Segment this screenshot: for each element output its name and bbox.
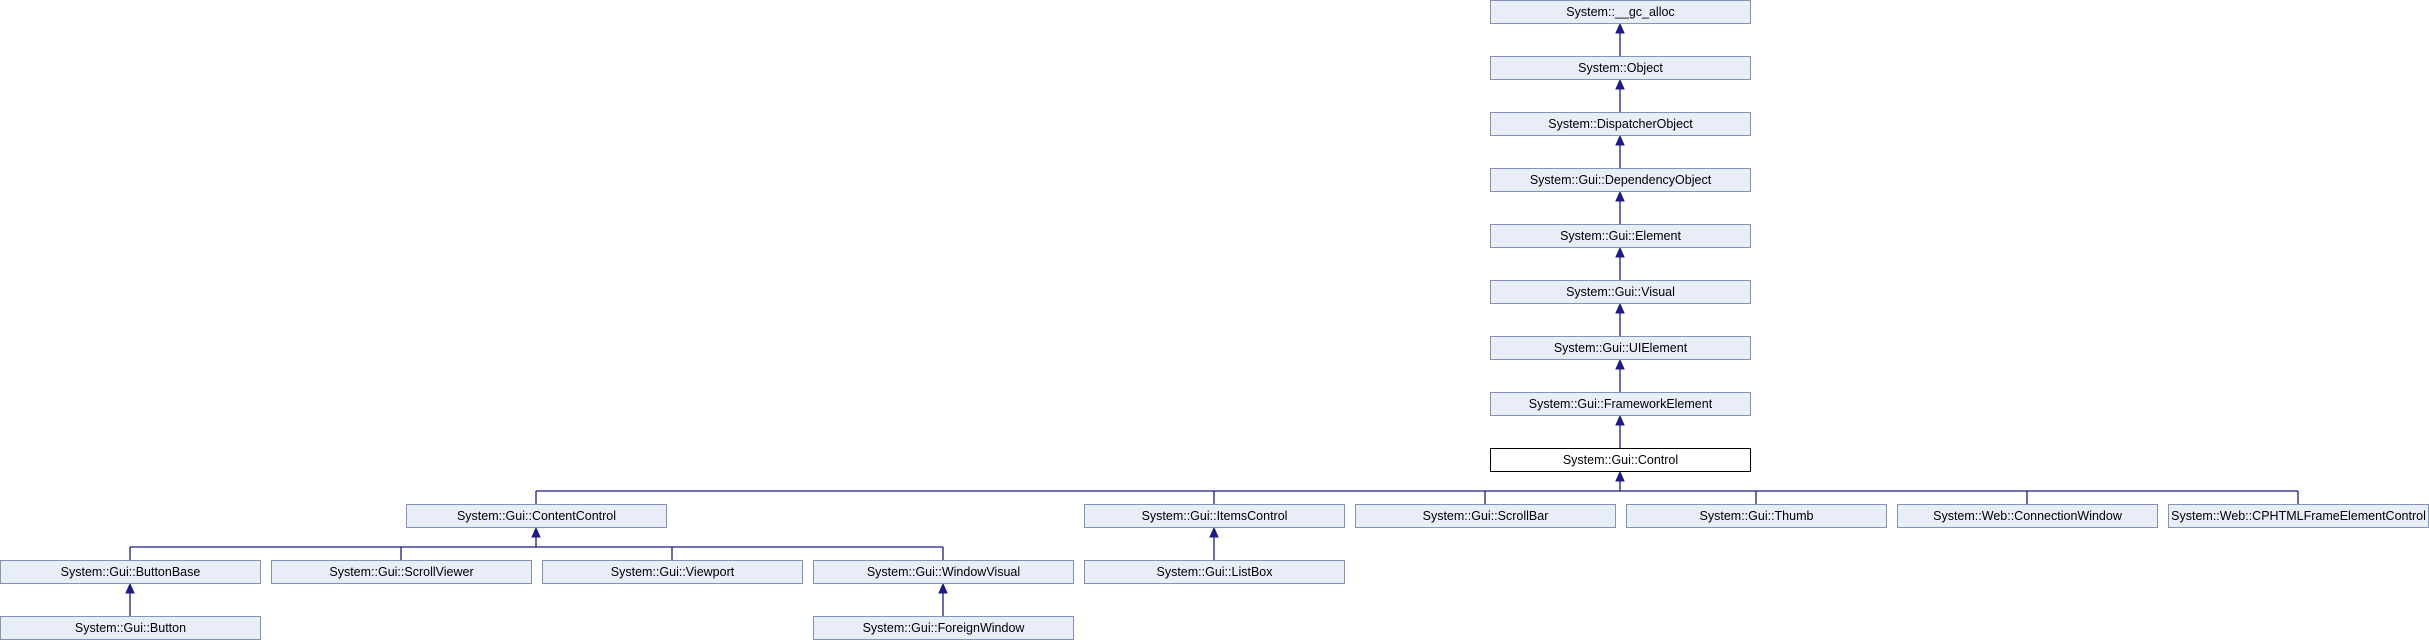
inheritance-arrowhead — [1615, 246, 1625, 258]
class-node-foreignwindow[interactable]: System::Gui::ForeignWindow — [813, 616, 1074, 640]
class-label: System::Gui::ItemsControl — [1142, 509, 1288, 523]
class-node-object[interactable]: System::Object — [1490, 56, 1751, 80]
class-box[interactable] — [542, 560, 803, 584]
class-node-framework[interactable]: System::Gui::FrameworkElement — [1490, 392, 1751, 416]
class-node-thumb[interactable]: System::Gui::Thumb — [1626, 504, 1887, 528]
class-box[interactable] — [1084, 560, 1345, 584]
class-node-element[interactable]: System::Gui::Element — [1490, 224, 1751, 248]
class-box[interactable] — [406, 504, 667, 528]
class-box[interactable] — [1490, 280, 1751, 304]
inheritance-arrowhead — [1615, 414, 1625, 426]
inheritance-arrowhead — [1209, 526, 1219, 538]
class-box[interactable] — [1490, 336, 1751, 360]
class-box[interactable] — [1626, 504, 1887, 528]
class-label: System::Gui::Thumb — [1700, 509, 1814, 523]
class-label: System::DispatcherObject — [1548, 117, 1693, 131]
class-box[interactable] — [0, 560, 261, 584]
class-label: System::Gui::ListBox — [1156, 565, 1273, 579]
class-node-cphtml[interactable]: System::Web::CPHTMLFrameElementControl — [2168, 504, 2429, 528]
inheritance-arrowhead — [1615, 190, 1625, 202]
class-box[interactable] — [1355, 504, 1616, 528]
class-box — [1490, 448, 1751, 472]
class-node-visual[interactable]: System::Gui::Visual — [1490, 280, 1751, 304]
class-label: System::Object — [1578, 61, 1663, 75]
class-box[interactable] — [1490, 224, 1751, 248]
class-label: System::Gui::DependencyObject — [1530, 173, 1712, 187]
class-node-listbox[interactable]: System::Gui::ListBox — [1084, 560, 1345, 584]
class-label: System::Gui::ScrollBar — [1423, 509, 1549, 523]
inheritance-arrowhead — [1615, 134, 1625, 146]
inheritance-arrowhead — [1615, 78, 1625, 90]
class-node-dependency[interactable]: System::Gui::DependencyObject — [1490, 168, 1751, 192]
class-box[interactable] — [1490, 392, 1751, 416]
edges-layer — [125, 22, 2299, 616]
class-label: System::Web::CPHTMLFrameElementControl — [2171, 509, 2426, 523]
class-node-uielement[interactable]: System::Gui::UIElement — [1490, 336, 1751, 360]
inheritance-arrowhead — [1615, 22, 1625, 34]
class-node-button[interactable]: System::Gui::Button — [0, 616, 261, 640]
inheritance-arrowhead — [125, 582, 135, 594]
class-label: System::__gc_alloc — [1566, 5, 1674, 19]
class-box[interactable] — [1490, 112, 1751, 136]
class-box[interactable] — [1490, 168, 1751, 192]
class-box[interactable] — [1897, 504, 2158, 528]
class-label: System::Gui::UIElement — [1554, 341, 1688, 355]
class-box[interactable] — [271, 560, 532, 584]
class-label: System::Gui::Control — [1563, 453, 1678, 467]
class-label: System::Gui::Visual — [1566, 285, 1675, 299]
class-node-buttonbase[interactable]: System::Gui::ButtonBase — [0, 560, 261, 584]
class-label: System::Gui::FrameworkElement — [1529, 397, 1713, 411]
class-label: System::Gui::WindowVisual — [867, 565, 1020, 579]
inheritance-arrowhead — [1615, 470, 1625, 482]
class-node-scrollbar[interactable]: System::Gui::ScrollBar — [1355, 504, 1616, 528]
inheritance-arrowhead — [938, 582, 948, 594]
class-label: System::Gui::ContentControl — [457, 509, 616, 523]
class-node-windowvisual[interactable]: System::Gui::WindowVisual — [813, 560, 1074, 584]
class-box[interactable] — [1490, 56, 1751, 80]
class-label: System::Gui::Viewport — [611, 565, 735, 579]
class-node-contentcontrol[interactable]: System::Gui::ContentControl — [406, 504, 667, 528]
class-label: System::Gui::Button — [75, 621, 186, 635]
inheritance-arrowhead — [1615, 358, 1625, 370]
class-node-viewport[interactable]: System::Gui::Viewport — [542, 560, 803, 584]
class-box[interactable] — [813, 560, 1074, 584]
class-node-gc_alloc[interactable]: System::__gc_alloc — [1490, 0, 1751, 24]
class-box[interactable] — [1490, 0, 1751, 24]
class-label: System::Gui::Element — [1560, 229, 1681, 243]
class-node-dispatcher[interactable]: System::DispatcherObject — [1490, 112, 1751, 136]
class-node-connwindow[interactable]: System::Web::ConnectionWindow — [1897, 504, 2158, 528]
class-node-scrollviewer[interactable]: System::Gui::ScrollViewer — [271, 560, 532, 584]
class-box[interactable] — [1084, 504, 1345, 528]
class-label: System::Gui::ScrollViewer — [329, 565, 473, 579]
class-label: System::Gui::ForeignWindow — [863, 621, 1026, 635]
inheritance-arrowhead — [1615, 302, 1625, 314]
class-node-control: System::Gui::Control — [1490, 448, 1751, 472]
class-label: System::Gui::ButtonBase — [61, 565, 201, 579]
class-label: System::Web::ConnectionWindow — [1933, 509, 2123, 523]
inheritance-arrowhead — [531, 526, 541, 538]
class-node-itemscontrol[interactable]: System::Gui::ItemsControl — [1084, 504, 1345, 528]
